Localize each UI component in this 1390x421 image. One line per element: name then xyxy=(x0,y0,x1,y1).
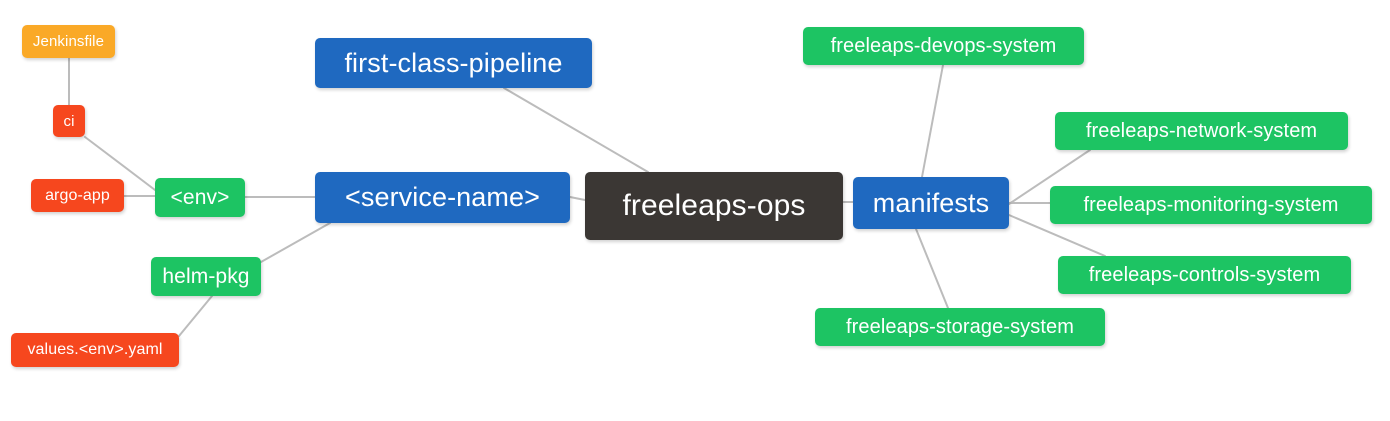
node-freeleaps-network-system[interactable]: freeleaps-network-system xyxy=(1055,112,1348,150)
node-helm-pkg[interactable]: helm-pkg xyxy=(151,257,261,296)
node-argo-app[interactable]: argo-app xyxy=(31,179,124,212)
node-label: freeleaps-network-system xyxy=(1085,119,1318,142)
edge-helm-pkg-to-service-name xyxy=(260,222,331,263)
node-label: freeleaps-devops-system xyxy=(830,34,1057,57)
edge-values-env-yaml-to-helm-pkg xyxy=(178,295,213,337)
node-freeleaps-storage-system[interactable]: freeleaps-storage-system xyxy=(815,308,1105,346)
node-label: argo-app xyxy=(45,186,110,204)
edge-manifests-to-freeleaps-devops-system xyxy=(921,64,944,178)
node-label: freeleaps-storage-system xyxy=(845,315,1075,338)
node-values-env-yaml[interactable]: values.<env>.yaml xyxy=(11,333,179,367)
node-label: freeleaps-monitoring-system xyxy=(1083,193,1339,216)
node-freeleaps-controls-system[interactable]: freeleaps-controls-system xyxy=(1058,256,1351,294)
edge-service-name-to-root xyxy=(569,196,586,201)
node-env[interactable]: <env> xyxy=(155,178,245,217)
node-label: first-class-pipeline xyxy=(344,47,563,78)
node-label: freeleaps-controls-system xyxy=(1088,263,1321,286)
node-freeleaps-devops-system[interactable]: freeleaps-devops-system xyxy=(803,27,1084,65)
node-label: helm-pkg xyxy=(162,264,250,288)
node-label: <service-name> xyxy=(345,182,540,212)
node-manifests[interactable]: manifests xyxy=(853,177,1009,229)
node-first-class-pipeline[interactable]: first-class-pipeline xyxy=(315,38,592,88)
node-service-name[interactable]: <service-name> xyxy=(315,172,570,223)
node-label: freeleaps-ops xyxy=(622,189,806,222)
edge-manifests-to-freeleaps-storage-system xyxy=(915,228,949,309)
node-label: <env> xyxy=(170,185,230,209)
node-jenkinsfile[interactable]: Jenkinsfile xyxy=(22,25,115,58)
node-label: ci xyxy=(63,112,75,130)
node-label: values.<env>.yaml xyxy=(27,341,163,358)
node-freeleaps-monitoring-system[interactable]: freeleaps-monitoring-system xyxy=(1050,186,1372,224)
node-label: manifests xyxy=(872,187,990,218)
node-root[interactable]: freeleaps-ops xyxy=(585,172,843,240)
node-ci[interactable]: ci xyxy=(53,105,85,137)
node-label: Jenkinsfile xyxy=(32,33,105,50)
edge-first-class-pipeline-to-root xyxy=(503,87,649,173)
